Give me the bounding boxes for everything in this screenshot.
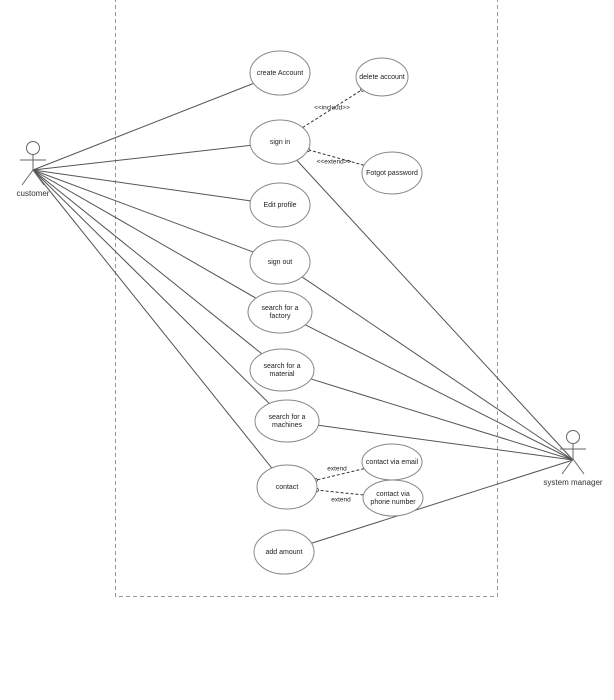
association-manager-add-amount	[311, 459, 574, 544]
association-manager-search-factory	[305, 324, 574, 461]
use-case-contact: contact	[256, 464, 318, 510]
association-manager-search-material	[310, 378, 574, 461]
use-case-create-account: create Account	[249, 50, 311, 96]
actor-customer: customer	[17, 141, 50, 198]
actors: customer system manager	[17, 141, 603, 487]
actor-head	[566, 430, 580, 444]
use-case-ellipse	[362, 479, 424, 517]
association-customer-sign-out	[32, 169, 254, 253]
use-case-label: phone number	[370, 499, 416, 506]
relation-label-include-delete: <<incloud>>	[314, 105, 350, 112]
use-case-label: machines	[272, 422, 302, 429]
use-case-label: add amount	[266, 549, 303, 556]
use-case-ellipse	[253, 529, 315, 575]
association-customer-search-machines	[32, 169, 270, 404]
use-case-label: contact	[276, 484, 299, 491]
use-case-label: contact via	[376, 491, 410, 498]
use-case-label: Edit profile	[263, 202, 296, 209]
use-case-label: search for a	[262, 305, 299, 312]
association-customer-search-factory	[32, 169, 257, 299]
relation-label-extend-email: extend	[327, 466, 347, 473]
use-case-ellipse	[249, 348, 315, 392]
use-case-contact-email: contact via email	[361, 443, 423, 481]
use-case-ellipse	[361, 151, 423, 195]
relation-line-include-delete	[302, 89, 363, 128]
actor-label: system manager	[543, 478, 602, 487]
use-case-label: material	[270, 371, 295, 378]
actor-right-leg	[572, 458, 585, 475]
use-case-label: sign out	[268, 259, 293, 266]
association-customer-create-account	[32, 82, 254, 171]
use-case-label: sign in	[270, 139, 290, 146]
relation-line-extend-email	[315, 468, 365, 481]
use-case-delete-account: delete account	[355, 57, 409, 97]
use-case-label: search for a	[269, 414, 306, 421]
use-case-forgot-password: Fotgot password	[361, 151, 423, 195]
actor-left-leg	[21, 169, 34, 186]
use-case-ellipse	[254, 399, 320, 443]
use-case-ellipse	[247, 290, 313, 334]
use-case-label: delete account	[359, 74, 405, 81]
association-customer-edit-profile	[32, 169, 251, 202]
relation-label-extend-phone: extend	[331, 497, 351, 504]
association-customer-sign-in	[32, 144, 251, 171]
use-case-ellipse	[355, 57, 409, 97]
association-manager-sign-in	[296, 159, 574, 461]
use-case-add-amount: add amount	[253, 529, 315, 575]
use-case-ellipse	[256, 464, 318, 510]
relation-line-extend-phone	[316, 489, 364, 496]
use-case-ellipse	[249, 50, 311, 96]
relationship-lines: <<incloud>> <<extend>> extend extend	[302, 87, 365, 504]
association-manager-search-machines	[318, 424, 574, 461]
actor-label: customer	[17, 189, 50, 198]
association-lines	[32, 82, 574, 544]
use-case-label: search for a	[264, 363, 301, 370]
use-case-edit-profile: Edit profile	[249, 182, 311, 228]
use-case-sign-out: sign out	[249, 239, 311, 285]
use-case-label: contact via email	[366, 459, 419, 466]
use-case-sign-in: sign in	[249, 119, 311, 165]
association-manager-sign-out	[301, 276, 574, 461]
association-customer-contact	[32, 169, 273, 469]
actor-manager: system manager	[543, 430, 603, 487]
actor-right-leg	[32, 169, 45, 186]
actor-head	[26, 141, 40, 155]
association-customer-search-material	[32, 169, 263, 355]
use-case-ellipse	[249, 119, 311, 165]
actor-left-leg	[561, 458, 574, 475]
use-case-label: factory	[269, 313, 291, 320]
relation-label-extend-forgot: <<extend>>	[317, 159, 352, 166]
use-case-ellipse	[249, 182, 311, 228]
use-case-label: Fotgot password	[366, 170, 418, 177]
system-boundary	[115, 0, 498, 597]
use-case-ellipse	[249, 239, 311, 285]
use-cases: create Account sign in delete accountFotgo…	[247, 50, 424, 575]
use-case-label: create Account	[257, 70, 303, 77]
